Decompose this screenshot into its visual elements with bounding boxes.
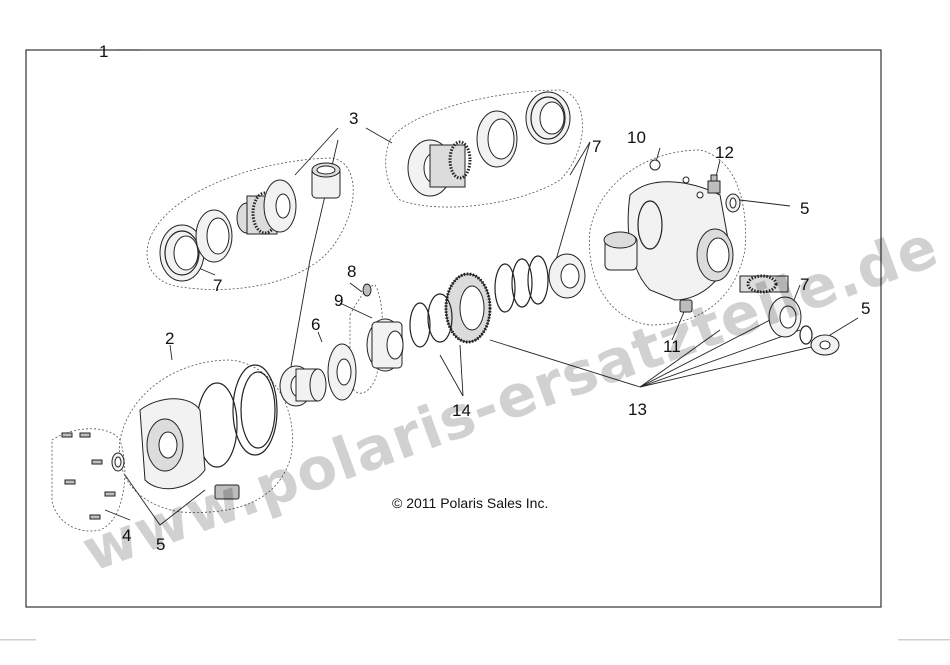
pinion-gear	[236, 179, 297, 235]
o-ring-right	[799, 325, 813, 345]
callout-13: 13	[628, 400, 647, 419]
group-outline-top-bearing-set	[385, 89, 583, 208]
roller-cage-9	[366, 318, 404, 372]
callout-7-top: 7	[592, 137, 601, 156]
callout-5-right-lower: 5	[861, 299, 870, 318]
callout-2: 2	[165, 329, 174, 348]
callout-5-right-upper: 5	[800, 199, 809, 218]
group-outline-housing	[588, 149, 746, 326]
tapered-bearing-right	[768, 296, 802, 338]
seal-right-upper	[725, 193, 741, 213]
output-shaft	[739, 274, 789, 294]
callout-4: 4	[122, 526, 131, 545]
breather-fitting	[707, 174, 721, 194]
armature-coil	[214, 484, 240, 500]
seal-right-lower	[810, 334, 840, 356]
callout-10: 10	[627, 128, 646, 147]
clutch-hub-top	[407, 139, 472, 197]
callout-labels: 1 2 3 4 5 5 5 6 7 7 7 8 9 10 11 12 13 14	[99, 42, 870, 554]
diagram-frame	[25, 49, 882, 608]
callout-7-right: 7	[800, 275, 809, 294]
callout-6: 6	[311, 315, 320, 334]
cup-bearing	[603, 231, 638, 271]
bottom-rule-right	[898, 639, 950, 641]
callout-8: 8	[347, 262, 356, 281]
bearing-center	[548, 253, 586, 299]
tapered-bearing-left	[159, 224, 205, 282]
callout-14: 14	[452, 401, 471, 420]
group-outline-cover	[118, 359, 293, 513]
bolts-4	[61, 432, 116, 520]
callout-3: 3	[349, 109, 358, 128]
seal-left	[111, 452, 125, 472]
bearing-race-left	[195, 209, 233, 263]
bottom-rule-left	[0, 639, 36, 641]
cover-gasket-ring	[232, 364, 278, 456]
sleeve-bushing	[311, 162, 341, 199]
callout-12: 12	[715, 143, 734, 162]
thrust-rings-13	[494, 255, 549, 313]
copyright-notice: © 2011 Polaris Sales Inc.	[392, 495, 548, 511]
group-outline-bolts	[51, 428, 126, 532]
drain-plug	[679, 299, 693, 313]
shim-plate-6	[327, 343, 357, 401]
bearing-race-top	[476, 110, 518, 168]
callout-7-left: 7	[213, 276, 222, 295]
snap-rings-14	[409, 293, 453, 348]
bearing-lower	[279, 365, 327, 407]
callout-5-left: 5	[156, 535, 165, 554]
end-cover	[139, 398, 206, 490]
callout-11: 11	[663, 337, 681, 356]
callout-1: 1	[99, 42, 108, 61]
spring-clip-8	[362, 283, 372, 297]
leader-lines	[80, 49, 859, 526]
callout-9: 9	[334, 291, 343, 310]
tapered-bearing-top	[525, 91, 571, 145]
roller-clutch-cage	[444, 272, 492, 344]
